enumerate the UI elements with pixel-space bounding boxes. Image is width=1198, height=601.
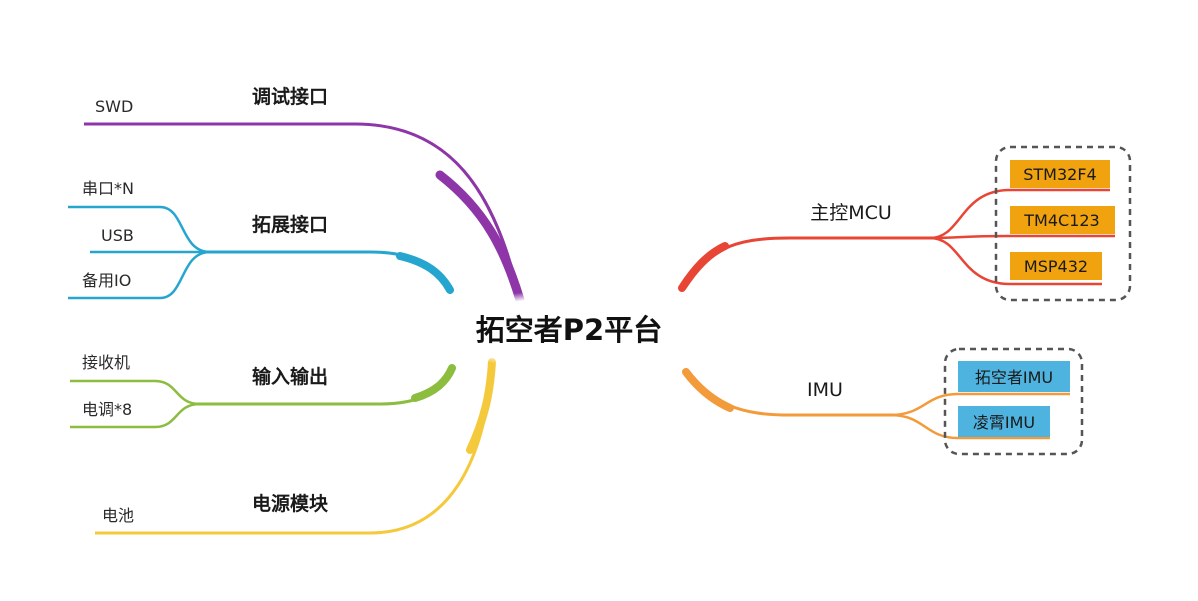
tag-msp432-label: MSP432 — [1024, 257, 1088, 276]
branch-power-label: 电源模块 — [252, 492, 329, 515]
leaf-connector-receiver — [70, 379, 201, 406]
branch-expansion-interface: 拓展接口 串口*N USB 备用IO — [68, 179, 454, 300]
leaf-receiver: 接收机 — [82, 353, 130, 372]
branch-debug-curve — [84, 122, 522, 301]
branch-io-trunk — [411, 364, 456, 402]
tag-tuokongzhe-imu-label: 拓空者IMU — [975, 368, 1053, 387]
branch-expansion-trunk — [396, 252, 454, 294]
branch-io-label: 输入输出 — [252, 365, 328, 388]
leaf-esc: 电调*8 — [82, 400, 132, 419]
tag-tuokongzhe-imu[interactable]: 拓空者IMU — [958, 361, 1070, 392]
branch-debug-interface: 调试接口 SWD — [84, 86, 525, 305]
leaf-connector-esc — [70, 402, 201, 429]
root-node[interactable]: 拓空者P2平台 — [430, 290, 710, 370]
branch-expansion-label: 拓展接口 — [252, 213, 328, 236]
branch-imu-label: IMU — [807, 379, 843, 401]
branch-io: 输入输出 接收机 电调*8 — [70, 353, 456, 429]
tag-stm32f4[interactable]: STM32F4 — [1010, 160, 1110, 188]
leaf-swd: SWD — [95, 97, 133, 116]
tag-connector-msp — [929, 236, 1102, 286]
branch-imu: IMU 拓空者IMU 凌霄IMU — [682, 347, 1084, 456]
mcu-group-frame — [994, 145, 1132, 302]
branch-main-mcu: 主控MCU STM32F4 TM4C123 MSP432 — [678, 145, 1132, 302]
branch-power-trunk — [466, 358, 496, 454]
tag-lingxiao-imu-label: 凌霄IMU — [973, 413, 1035, 432]
tag-tm4c123[interactable]: TM4C123 — [1010, 206, 1115, 234]
root-node-bg — [430, 290, 710, 370]
tag-connector-tm4c — [929, 234, 1115, 240]
leaf-serial: 串口*N — [82, 179, 134, 198]
branch-power: 电源模块 电池 — [95, 358, 496, 535]
leaf-usb: USB — [101, 226, 134, 245]
branch-mcu-trunk — [678, 242, 729, 292]
imu-group-frame — [943, 347, 1084, 456]
branch-debug-trunk — [435, 170, 525, 305]
leaf-connector-io — [68, 250, 211, 300]
tag-tm4c123-label: TM4C123 — [1023, 211, 1099, 230]
root-label: 拓空者P2平台 — [476, 313, 662, 347]
leaf-battery: 电池 — [102, 506, 134, 525]
branch-debug-label: 调试接口 — [252, 86, 328, 108]
leaf-connector-serial — [68, 205, 211, 254]
leaf-spare-io: 备用IO — [82, 271, 131, 290]
branch-imu-trunk — [682, 368, 734, 412]
branch-imu-curve — [682, 369, 895, 417]
tag-lingxiao-imu[interactable]: 凌霄IMU — [958, 406, 1050, 437]
tag-connector-tkz-imu — [889, 392, 1070, 417]
branch-mcu-label: 主控MCU — [810, 202, 892, 224]
tag-connector-lx-imu — [889, 413, 1050, 440]
tag-stm32f4-label: STM32F4 — [1023, 165, 1096, 184]
tag-msp432[interactable]: MSP432 — [1010, 252, 1102, 280]
tag-connector-stm32 — [929, 188, 1110, 240]
